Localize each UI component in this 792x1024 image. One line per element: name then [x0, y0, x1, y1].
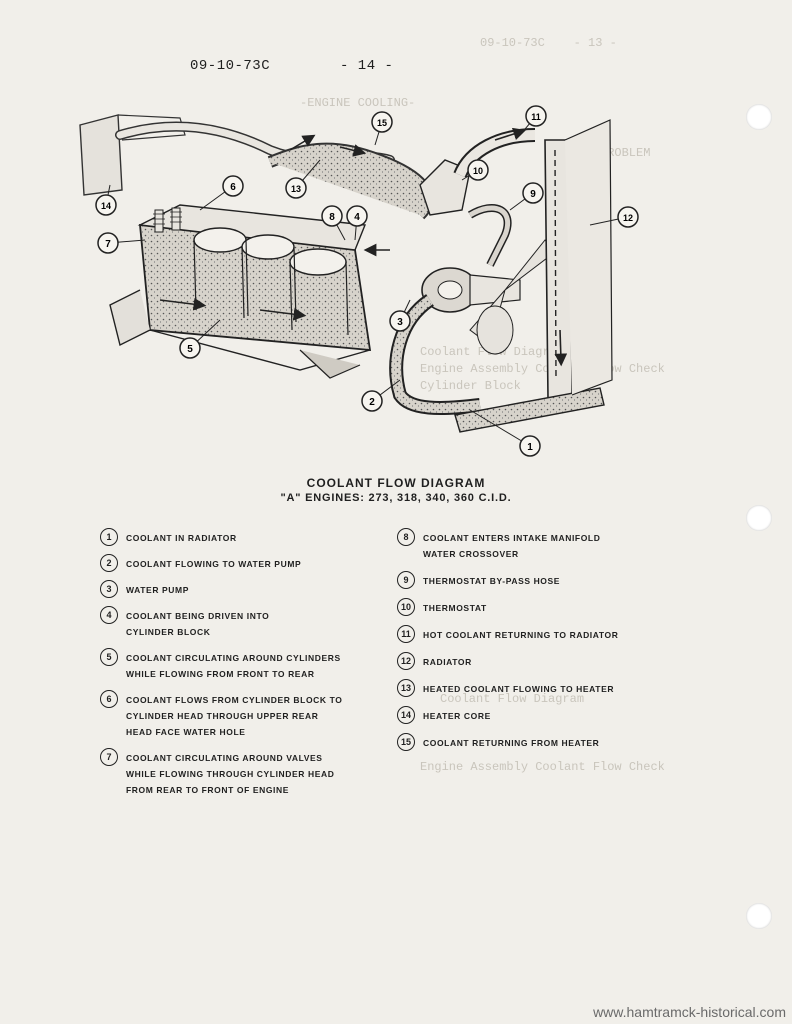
legend-item: 9 THERMOSTAT BY-PASS HOSE [397, 571, 667, 589]
valve-springs [153, 207, 182, 233]
legend-number: 12 [397, 652, 415, 670]
legend-right: 8 COOLANT ENTERS INTAKE MANIFOLD WATER CR… [397, 528, 667, 751]
svg-text:14: 14 [101, 201, 111, 211]
legend-text: RADIATOR [423, 657, 472, 667]
legend-text: HOT COOLANT RETURNING TO RADIATOR [423, 630, 619, 640]
legend-item: 2 COOLANT FLOWING TO WATER PUMP [100, 554, 370, 572]
site-watermark: www.hamtramck-historical.com [593, 1004, 786, 1020]
legend-text: COOLANT ENTERS INTAKE MANIFOLD WATER CRO… [423, 533, 601, 559]
svg-text:15: 15 [377, 118, 387, 128]
legend-number: 3 [100, 580, 118, 598]
legend-item: 12 RADIATOR [397, 652, 667, 670]
document-code: 09-10-73C [190, 58, 271, 74]
legend-text: COOLANT IN RADIATOR [126, 533, 237, 543]
svg-text:7: 7 [105, 239, 111, 250]
legend-item: 7 COOLANT CIRCULATING AROUND VALVES WHILE… [100, 748, 370, 798]
legend-text: THERMOSTAT BY-PASS HOSE [423, 576, 561, 586]
svg-text:11: 11 [531, 112, 541, 122]
bleed-through-text: Engine Assembly Coolant Flow Check [420, 760, 665, 774]
bleed-through-text: 09-10-73C - 13 - [480, 36, 617, 50]
callout-8: 8 [321, 205, 343, 227]
legend-number: 2 [100, 554, 118, 572]
bleed-through-text: -ENGINE COOLING- [300, 96, 416, 110]
legend-item: 14 HEATER CORE [397, 706, 667, 724]
callout-12: 12 [617, 206, 639, 228]
callout-10: 10 [467, 159, 489, 181]
legend-number: 8 [397, 528, 415, 546]
punch-hole [746, 505, 772, 531]
legend-text: WATER PUMP [126, 585, 189, 595]
bleed-through-text: Cylinder Block [420, 379, 521, 393]
svg-text:4: 4 [354, 212, 360, 223]
svg-text:10: 10 [473, 166, 483, 176]
callout-11: 11 [525, 105, 547, 127]
callout-3: 3 [389, 310, 411, 332]
legend-number: 15 [397, 733, 415, 751]
callout-7: 7 [97, 232, 119, 254]
legend-number: 11 [397, 625, 415, 643]
callout-13: 13 [285, 177, 307, 199]
svg-text:1: 1 [527, 442, 533, 453]
legend-text: COOLANT CIRCULATING AROUND CYLINDERS WHI… [126, 653, 341, 679]
svg-text:12: 12 [623, 213, 633, 223]
svg-text:6: 6 [230, 182, 236, 193]
legend-item: 3 WATER PUMP [100, 580, 370, 598]
diagram-title: COOLANT FLOW DIAGRAM [306, 476, 486, 490]
legend-item: 4 COOLANT BEING DRIVEN INTO CYLINDER BLOC… [100, 606, 370, 640]
callout-2: 2 [361, 390, 383, 412]
legend-item: 11 HOT COOLANT RETURNING TO RADIATOR [397, 625, 667, 643]
legend-number: 14 [397, 706, 415, 724]
legend-text: COOLANT FLOWS FROM CYLINDER BLOCK TO CYL… [126, 695, 343, 737]
page-number: - 14 - [340, 58, 394, 74]
fan [469, 239, 556, 355]
callout-5: 5 [179, 337, 201, 359]
legend-item: 8 COOLANT ENTERS INTAKE MANIFOLD WATER CR… [397, 528, 667, 562]
punch-hole [746, 903, 772, 929]
svg-text:2: 2 [369, 397, 375, 408]
svg-text:8: 8 [329, 212, 335, 223]
callout-14: 14 [95, 194, 117, 216]
legend-number: 13 [397, 679, 415, 697]
legend-number: 4 [100, 606, 118, 624]
legend-number: 5 [100, 648, 118, 666]
legend-number: 10 [397, 598, 415, 616]
svg-text:9: 9 [530, 189, 536, 200]
callout-15: 15 [371, 111, 393, 133]
diagram-subtitle: "A" ENGINES: 273, 318, 340, 360 C.I.D. [280, 492, 512, 504]
svg-text:13: 13 [291, 184, 301, 194]
legend-left: 1 COOLANT IN RADIATOR 2 COOLANT FLOWING TO… [100, 528, 370, 798]
legend-number: 9 [397, 571, 415, 589]
legend-number: 7 [100, 748, 118, 766]
callout-4: 4 [346, 205, 368, 227]
bleed-through-text: Coolant Flow Diagram [440, 692, 585, 706]
legend-text: COOLANT BEING DRIVEN INTO CYLINDER BLOCK [126, 611, 270, 637]
radiator [454, 119, 613, 433]
legend-text: COOLANT FLOWING TO WATER PUMP [126, 559, 302, 569]
legend-text: COOLANT RETURNING FROM HEATER [423, 738, 600, 748]
legend-item: 6 COOLANT FLOWS FROM CYLINDER BLOCK TO CY… [100, 690, 370, 740]
legend-text: HEATED COOLANT FLOWING TO HEATER [423, 684, 615, 694]
legend-item: 15 COOLANT RETURNING FROM HEATER [397, 733, 667, 751]
legend-text: HEATER CORE [423, 711, 491, 721]
callout-9: 9 [522, 182, 544, 204]
legend-item: 10 THERMOSTAT [397, 598, 667, 616]
water-pump [421, 267, 521, 313]
legend-number: 6 [100, 690, 118, 708]
legend-item: 13 HEATED COOLANT FLOWING TO HEATER [397, 679, 667, 697]
legend-text: COOLANT CIRCULATING AROUND VALVES WHILE … [126, 753, 335, 795]
legend-number: 1 [100, 528, 118, 546]
punch-hole [746, 104, 772, 130]
thermostat-housing [419, 127, 536, 216]
legend-item: 5 COOLANT CIRCULATING AROUND CYLINDERS WH… [100, 648, 370, 682]
bleed-through-text: PROBLEM [600, 146, 651, 160]
legend-text: THERMOSTAT [423, 603, 487, 613]
svg-text:5: 5 [187, 344, 193, 355]
engine-block [109, 204, 372, 379]
svg-text:3: 3 [397, 317, 403, 328]
callout-6: 6 [222, 175, 244, 197]
coolant-flow-diagram: 1 2 3 4 5 6 7 8 9 10 11 12 13 14 15 [79, 105, 639, 457]
legend-item: 1 COOLANT IN RADIATOR [100, 528, 370, 546]
callout-1: 1 [519, 435, 541, 457]
